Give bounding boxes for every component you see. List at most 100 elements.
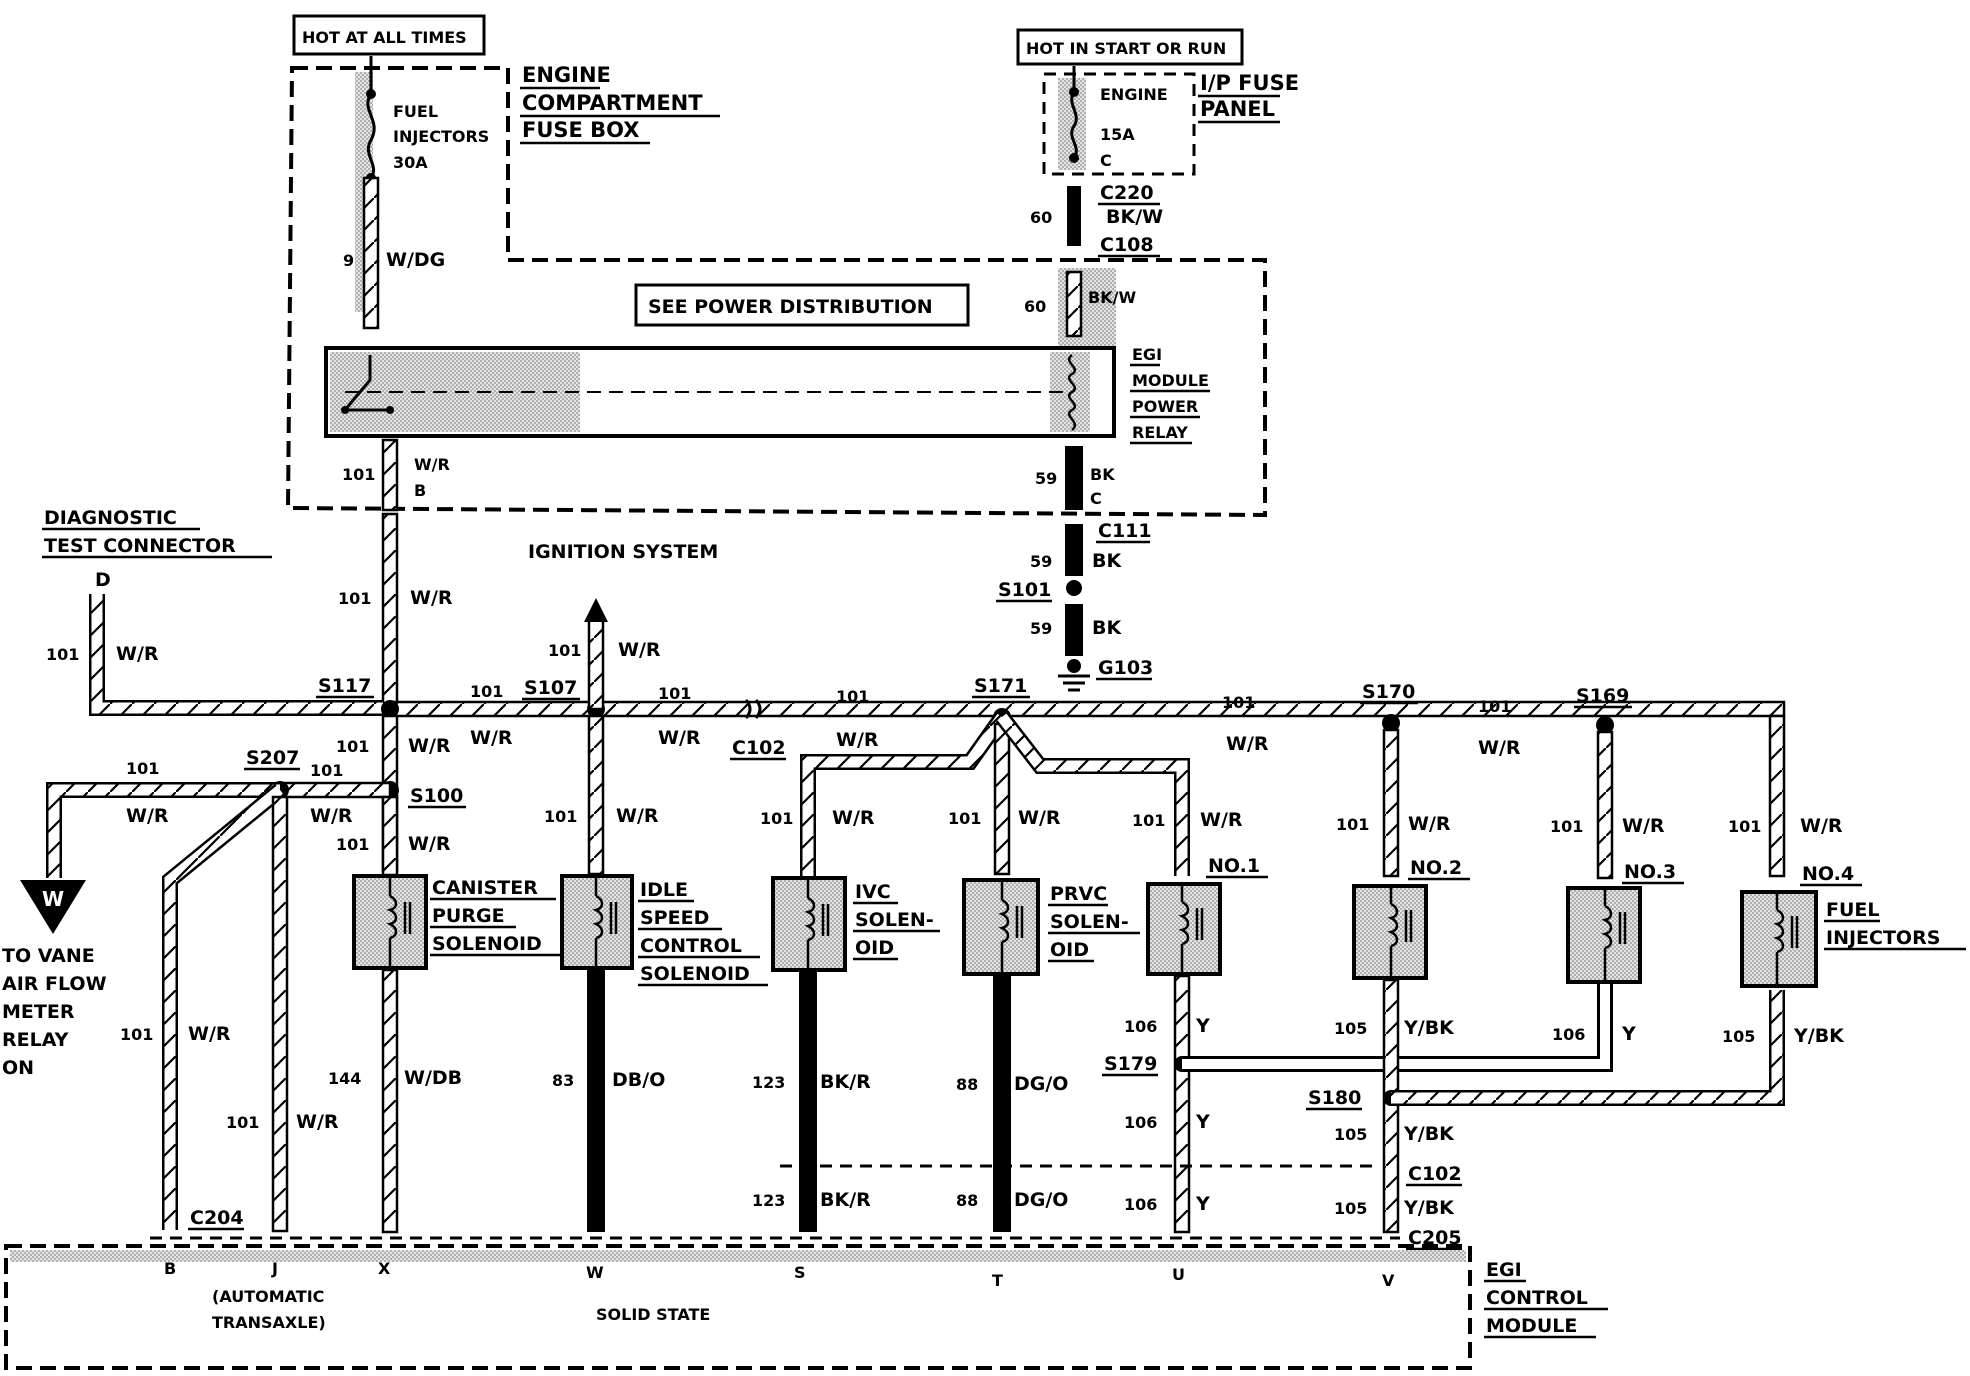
svg-text:FUEL: FUEL: [393, 102, 438, 121]
hot-at-all-times-box: HOT AT ALL TIMES: [292, 14, 486, 56]
egi-module-pins: B J X W S T U V: [164, 1259, 1395, 1290]
fuel-injectors-fuse: FUEL INJECTORS 30A: [366, 56, 489, 183]
egi-module-power-relay-label: EGI MODULE POWER RELAY: [1130, 345, 1210, 445]
wire-101-s207-left-color: W/R: [126, 805, 169, 827]
wire-59-relay-color: BK: [1090, 465, 1115, 484]
wire-101-prvc-number: 101: [948, 809, 981, 828]
wire-101-relay-number: 101: [342, 465, 375, 484]
wire-106-inj3-number: 106: [1552, 1025, 1585, 1044]
wire-88-a-color: DG/O: [1014, 1073, 1068, 1095]
wire-101-c102-s171-color: W/R: [836, 729, 879, 751]
wire-101-inj2: [1382, 728, 1400, 878]
wire-123-b-number: 123: [752, 1191, 785, 1210]
wire-106-c-number: 106: [1124, 1195, 1157, 1214]
svg-text:RELAY: RELAY: [2, 1029, 69, 1051]
connector-c220: C220: [1100, 182, 1154, 204]
wire-60-relay: [1065, 270, 1083, 338]
prvc-solenoid: [962, 878, 1040, 976]
wire-106-a-color: Y: [1195, 1015, 1210, 1037]
wire-59-a-color: BK: [1092, 550, 1122, 572]
wire-144-color: W/DB: [404, 1067, 462, 1089]
svg-text:I/P FUSE: I/P FUSE: [1200, 71, 1299, 95]
wire-106-inj3: [1182, 984, 1610, 1069]
splice-s117: [381, 700, 399, 718]
fuel-injector-no4: [1740, 890, 1818, 988]
prvc-solenoid-label: PRVC SOLEN- OID: [1048, 883, 1140, 963]
wire-59-a: [1065, 524, 1083, 576]
svg-text:TO VANE: TO VANE: [2, 945, 95, 967]
wire-101-inj3-number: 101: [1550, 817, 1583, 836]
svg-text:V: V: [1382, 1271, 1395, 1290]
svg-text:IDLE: IDLE: [640, 879, 688, 901]
svg-text:DIAGNOSTIC: DIAGNOSTIC: [44, 507, 177, 529]
svg-text:MODULE: MODULE: [1132, 371, 1209, 390]
svg-text:SOLEN-: SOLEN-: [855, 909, 934, 931]
splice-s179-label: S179: [1104, 1053, 1157, 1075]
svg-text:CANISTER: CANISTER: [432, 877, 538, 899]
wire-101-b-number: 101: [120, 1025, 153, 1044]
idle-speed-control-solenoid-label: IDLE SPEED CONTROL SOLENOID: [638, 879, 768, 987]
wire-106-c-color: Y: [1195, 1193, 1210, 1215]
svg-text:B: B: [164, 1259, 176, 1278]
wire-101-s207-left-outline: [46, 782, 280, 878]
svg-text:INJECTORS: INJECTORS: [1826, 927, 1940, 949]
wire-9-color: W/DG: [386, 249, 445, 271]
solid-state-label: SOLID STATE: [596, 1305, 710, 1324]
wire-88-b-number: 88: [956, 1191, 978, 1210]
svg-text:CONTROL: CONTROL: [640, 935, 742, 957]
svg-text:HOT AT ALL TIMES: HOT AT ALL TIMES: [302, 28, 467, 47]
wire-60-relay-color: BK/W: [1088, 288, 1136, 307]
svg-text:30A: 30A: [393, 153, 428, 172]
wire-9: [362, 176, 380, 330]
svg-text:SPEED: SPEED: [640, 907, 709, 929]
wire-101-relay-color: W/R: [414, 455, 450, 474]
splice-s107-label: S107: [524, 677, 577, 699]
svg-text:IVC: IVC: [855, 881, 891, 903]
connector-c102-top: C102: [730, 699, 786, 761]
wire-101-c102-s171-number: 101: [836, 687, 869, 706]
egi-control-module-label: EGI CONTROL MODULE: [1484, 1259, 1608, 1339]
ground-g103: G103: [1058, 657, 1153, 692]
wire-105-c-color: Y/BK: [1403, 1197, 1455, 1219]
wire-105-b-color: Y/BK: [1403, 1123, 1455, 1145]
wire-59-b: [1065, 604, 1083, 656]
svg-text:OID: OID: [1050, 939, 1089, 961]
svg-text:PURGE: PURGE: [432, 905, 505, 927]
wire-101-bus-drop-inj4: [1768, 714, 1786, 878]
relay-pin-c: C: [1090, 489, 1102, 508]
wire-101-s117-s107-number: 101: [470, 682, 503, 701]
splice-s117-label: S117: [318, 675, 371, 697]
wire-123: [799, 972, 817, 1232]
svg-text:SEE POWER DISTRIBUTION: SEE POWER DISTRIBUTION: [648, 296, 933, 318]
splice-s169-label: S169: [1576, 685, 1629, 707]
wire-106-b-number: 106: [1124, 1113, 1157, 1132]
svg-text:G103: G103: [1098, 657, 1153, 679]
wire-101-j-color: W/R: [296, 1111, 339, 1133]
wire-101-s107-c102-number: 101: [658, 684, 691, 703]
wire-101-s207-s100: [278, 781, 392, 799]
svg-text:W: W: [586, 1263, 604, 1282]
splice-s169: [1596, 716, 1614, 734]
wire-101-prvc: [993, 722, 1011, 876]
wire-101-s207-left-number: 101: [126, 759, 159, 778]
engine-compartment-fuse-box-outline: [285, 66, 1267, 518]
svg-text:EGI: EGI: [1486, 1259, 1522, 1281]
wire-88-a-number: 88: [956, 1075, 978, 1094]
relay-pin-b: B: [414, 481, 426, 500]
engine-fuse-15a: ENGINE 15A C: [1069, 66, 1168, 170]
connector-c102-bottom: C102: [1408, 1163, 1462, 1185]
wire-101-inj3-color: W/R: [1622, 815, 1665, 837]
vane-air-flow-label: TO VANE AIR FLOW METER RELAY ON: [2, 945, 107, 1079]
fuel-injector-no3: [1566, 886, 1642, 984]
svg-text:CONTROL: CONTROL: [1486, 1287, 1588, 1309]
wire-88-b-color: DG/O: [1014, 1189, 1068, 1211]
wire-101-s171-s170-color: W/R: [1226, 733, 1269, 755]
wire-106-a-number: 106: [1124, 1017, 1157, 1036]
svg-text:C: C: [1100, 151, 1112, 170]
wire-101-inj1-outline: [995, 712, 1190, 876]
arrow-up-icon: [584, 598, 608, 622]
ivc-solenoid-label: IVC SOLEN- OID: [853, 881, 940, 961]
svg-text:SOLENOID: SOLENOID: [640, 963, 750, 985]
svg-text:PANEL: PANEL: [1200, 97, 1275, 121]
svg-text:ON: ON: [2, 1057, 34, 1079]
